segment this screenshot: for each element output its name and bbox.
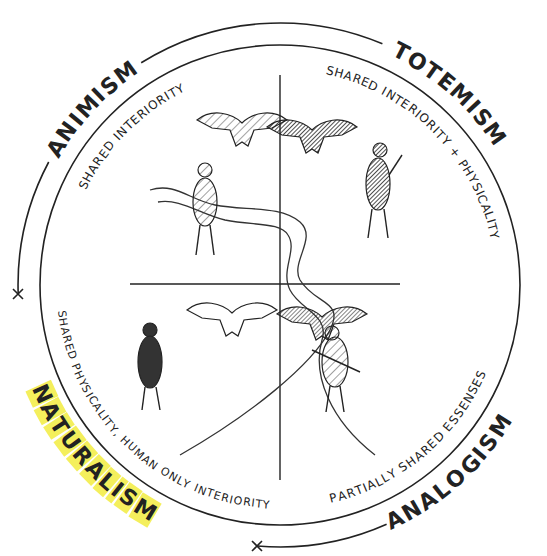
cross-mark — [13, 289, 23, 299]
bird-figure — [187, 303, 277, 336]
quadrant-caption: SHARED PHYSICALITY, HUMAN ONLY INTERIORI… — [56, 310, 270, 511]
quadrant-caption: PARTIALLY SHARED ESSENSES — [328, 369, 488, 505]
outer-circle — [40, 45, 520, 525]
person-figure — [366, 143, 402, 238]
person-figure — [312, 326, 360, 412]
cross-mark — [252, 541, 262, 551]
bird-figure — [267, 120, 357, 153]
cycle-arc — [18, 162, 49, 294]
quadrant-line — [279, 75, 280, 480]
quadrant-caption: SHARED INTERIORITY — [77, 82, 186, 191]
bird-figure — [277, 307, 367, 340]
cycle-arc — [257, 524, 386, 547]
person-figure — [138, 323, 162, 410]
scheme-title: TOTEMISM — [389, 39, 510, 149]
river-bank — [158, 201, 375, 455]
person-figure — [193, 163, 217, 255]
cycle-arc — [141, 23, 382, 63]
quadrant-caption: SHARED INTERIORITY + PHYSICALITY — [325, 64, 501, 240]
scheme-title: ANIMISM — [43, 58, 141, 161]
quadrant-line — [130, 283, 400, 284]
